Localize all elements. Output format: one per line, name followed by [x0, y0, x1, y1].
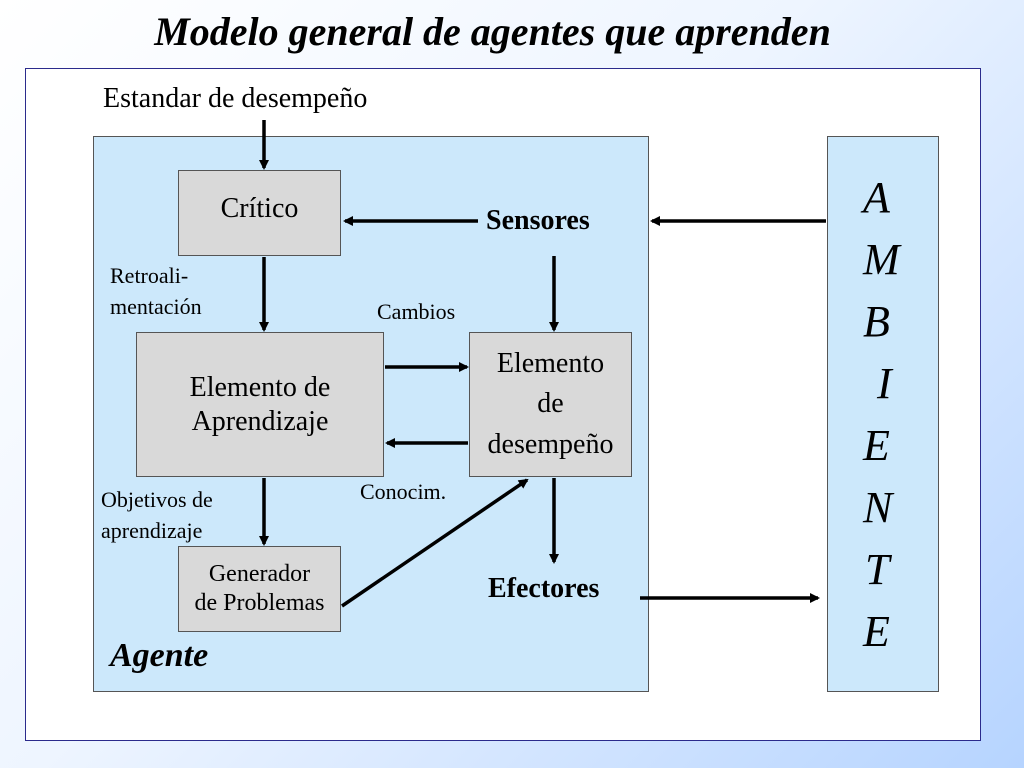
slide-title: Modelo general de agentes que aprenden [154, 9, 831, 54]
environment-letter: T [865, 545, 890, 594]
critic-box: Crítico [178, 170, 341, 256]
critic-label: Crítico [220, 193, 299, 225]
learning-element-box: Elemento de Aprendizaje [136, 332, 384, 477]
learning-element-label: Elemento de Aprendizaje [189, 371, 331, 437]
arrow-generator-to-performance [341, 478, 529, 608]
performance-element-box: Elemento de desempeño [469, 332, 632, 477]
feedback-label: Retroali- mentación [110, 263, 202, 319]
environment-letters: A M B I E N T E [827, 176, 939, 656]
effectors-label: Efectores [488, 573, 600, 604]
changes-label: Cambios [377, 299, 456, 324]
standard-label: Estandar de desempeño [103, 83, 368, 114]
environment-letter: M [863, 235, 900, 284]
problem-generator-box: Generador de Problemas [178, 546, 341, 632]
environment-letter: I [877, 359, 892, 408]
learning-goals-label: Objetivos de aprendizaje [101, 487, 213, 543]
environment-letter: A [863, 173, 890, 222]
environment-letter: E [863, 607, 890, 656]
knowledge-label: Conocim. [360, 479, 447, 504]
problem-generator-label: Generador de Problemas [194, 561, 325, 616]
environment-letter: N [863, 483, 893, 532]
environment-letter: B [863, 297, 890, 346]
sensors-label: Sensores [486, 205, 590, 236]
performance-element-label: Elemento de desempeño [487, 347, 614, 460]
agent-label: Agente [110, 637, 209, 674]
environment-letter: E [863, 421, 890, 470]
environment-region [827, 136, 939, 692]
